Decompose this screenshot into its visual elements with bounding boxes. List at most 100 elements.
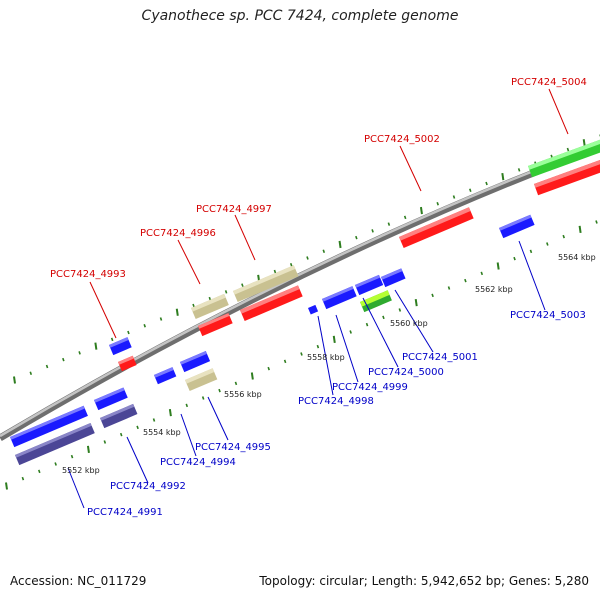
kbp-label-5564: 5564 kbp [558, 253, 596, 262]
inner-tick [546, 242, 549, 246]
gene-PCC7424_4992[interactable] [100, 403, 138, 429]
gene-PCC7424_4992b[interactable] [94, 387, 128, 411]
gene-label-PCC7424_4994[interactable]: PCC7424_4994 [160, 457, 236, 468]
gene-PCC7424_4993b[interactable] [118, 355, 137, 372]
outer-tick [175, 308, 179, 316]
gene-PCC7424_4996[interactable] [191, 293, 229, 320]
inner-tick [349, 330, 352, 334]
kbp-label-5558: 5558 kbp [307, 353, 345, 362]
gene-label-PCC7424_4995[interactable]: PCC7424_4995 [195, 442, 271, 453]
gene-PCC7424_4991b[interactable] [10, 405, 88, 448]
kbp-label-5556: 5556 kbp [224, 390, 262, 399]
outer-tick [452, 195, 456, 199]
inner-tick [218, 388, 221, 393]
inner-tick [185, 403, 189, 408]
outer-tick [224, 290, 228, 294]
gene-PCC7424_4999[interactable] [322, 286, 357, 310]
outer-tick [143, 324, 146, 328]
gene-PCC7424_5004[interactable] [528, 138, 600, 178]
outer-tick [241, 283, 244, 287]
inner-tick [201, 396, 205, 400]
outer-tick [306, 256, 309, 260]
inner-tick [447, 286, 451, 290]
gene-label-PCC7424_4999[interactable]: PCC7424_4999 [332, 382, 408, 393]
inner-tick [267, 366, 270, 371]
gene-PCC7424_5001[interactable] [381, 268, 406, 288]
gene-PCC7424_4997[interactable] [233, 265, 299, 303]
gene-PCC7424_4997b[interactable] [240, 285, 303, 322]
gene-label-PCC7424_5004[interactable]: PCC7424_5004 [511, 77, 587, 88]
outer-tick [94, 342, 98, 350]
outer-tick [127, 330, 130, 335]
inner-tick [21, 476, 25, 481]
inner-tick [414, 299, 418, 307]
leader-4997 [234, 214, 256, 261]
gene-PCC7424_5000b[interactable] [360, 290, 392, 313]
outer-tick [29, 371, 33, 375]
gene-label-PCC7424_5001[interactable]: PCC7424_5001 [402, 352, 478, 363]
inner-tick [168, 409, 172, 417]
gene-PCC7424_5004b[interactable] [534, 158, 600, 196]
outer-tick [62, 357, 65, 362]
outer-tick [192, 303, 195, 308]
outer-tick [517, 168, 521, 172]
outer-tick [566, 147, 570, 152]
inner-tick [464, 278, 467, 283]
inner-tick [152, 418, 156, 422]
gene-label-PCC7424_4997[interactable]: PCC7424_4997 [196, 204, 272, 215]
inner-tick [398, 308, 402, 312]
leader-4993 [89, 281, 117, 339]
gene-PCC7424_4994[interactable] [154, 367, 177, 385]
gene-PCC7424_4995b[interactable] [180, 351, 211, 373]
gene-label-PCC7424_5000[interactable]: PCC7424_5000 [368, 367, 444, 378]
gene-label-PCC7424_5003[interactable]: PCC7424_5003 [510, 310, 586, 321]
genome-title: Cyanothece sp. PCC 7424, complete genome [141, 8, 459, 24]
outer-tick [159, 317, 163, 321]
inner-tick [86, 445, 90, 453]
outer-tick [110, 337, 114, 342]
outer-tick [13, 376, 16, 384]
outer-tick [436, 202, 439, 206]
gene-label-PCC7424_4996[interactable]: PCC7424_4996 [140, 228, 216, 239]
inner-tick [513, 256, 516, 261]
gene-PCC7424_5000[interactable] [355, 274, 384, 296]
gene-label-PCC7424_5002[interactable]: PCC7424_5002 [364, 134, 440, 145]
outer-tick [387, 222, 391, 226]
leader-4996 [177, 239, 201, 285]
inner-tick [38, 469, 41, 474]
inner-tick [382, 315, 385, 320]
leader-4998 [317, 315, 334, 396]
inner-tick [365, 322, 369, 327]
gene-PCC7424_4991[interactable] [15, 422, 95, 466]
genome-summary-text: Topology: circular; Length: 5,942,652 bp… [259, 574, 589, 588]
outer-tick [45, 364, 49, 369]
inner-tick [316, 344, 320, 349]
outer-tick [208, 296, 212, 301]
inner-tick-row [5, 220, 598, 490]
outer-tick [485, 181, 488, 186]
gene-PCC7424_4996b[interactable] [198, 313, 233, 337]
inner-tick [250, 372, 254, 380]
gene-label-PCC7424_4991[interactable]: PCC7424_4991 [87, 507, 163, 518]
gene-label-PCC7424_4992[interactable]: PCC7424_4992 [110, 481, 186, 492]
gene-PCC7424_4993[interactable] [109, 337, 132, 356]
inner-tick [119, 432, 123, 437]
inner-tick [5, 482, 8, 490]
inner-tick [332, 335, 336, 343]
gene-label-PCC7424_4993[interactable]: PCC7424_4993 [50, 269, 126, 280]
inner-tick [234, 381, 238, 386]
inner-tick [54, 462, 57, 466]
leader-4995 [207, 396, 229, 441]
gene-PCC7424_4995[interactable] [185, 368, 218, 392]
gene-PCC7424_5003[interactable] [498, 214, 535, 239]
inner-tick [431, 293, 434, 298]
gene-label-PCC7424_4998[interactable]: PCC7424_4998 [298, 396, 374, 407]
leader-4991 [67, 467, 85, 509]
gene-PCC7424_5002[interactable] [399, 207, 474, 249]
inner-tick [103, 440, 107, 444]
leader-5001 [394, 289, 434, 353]
leader-4999 [335, 314, 359, 383]
gene-PCC7424_4998[interactable] [308, 304, 319, 315]
outer-tick [78, 351, 81, 355]
